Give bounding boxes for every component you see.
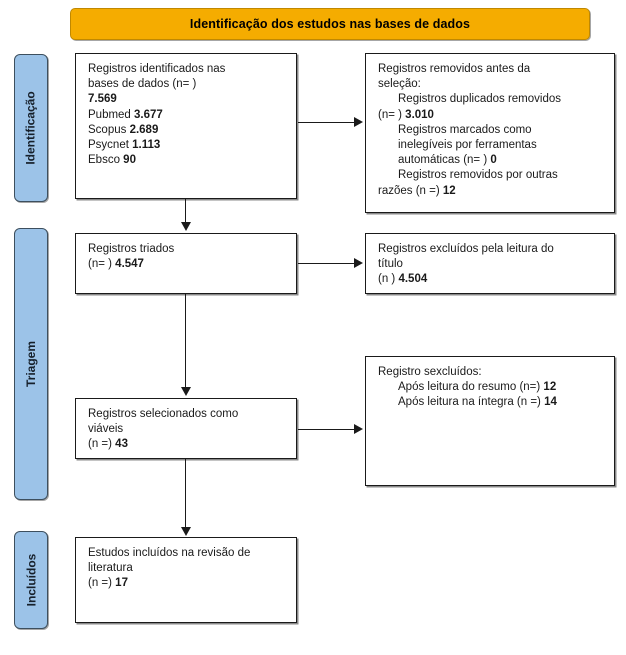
identification-banner: Identificação dos estudos nas bases de d…	[70, 8, 590, 40]
records-excluded-title-value: 4.504	[398, 273, 428, 286]
stage-label-identificacao: Identificação	[14, 54, 48, 202]
records-removed-ineligible-line2: inelegíveis por ferramentas	[398, 139, 537, 152]
records-identified-total-value: 7.569	[88, 93, 117, 106]
source-pubmed-label: Pubmed	[88, 108, 135, 121]
records-removed-duplicates-line2: (n= ) 3.010	[378, 108, 604, 123]
arrowhead-right-icon	[354, 424, 363, 434]
records-eligible-line2: viáveis	[88, 423, 124, 436]
stage-label-triagem-text: Triagem	[24, 340, 38, 388]
stage-label-incluidos-text: Incluídos	[24, 553, 39, 607]
arrowhead-down-icon	[181, 387, 191, 396]
stage-label-identificacao-text: Identificação	[24, 91, 39, 165]
records-removed-other-n: razões (n =)	[378, 184, 443, 197]
studies-included-n: (n =)	[88, 577, 116, 590]
arrowhead-right-icon	[354, 258, 363, 268]
records-excluded-abstract-value: 12	[543, 381, 557, 394]
box-studies-included: Estudos incluídos na revisão de literatu…	[75, 537, 297, 623]
stage-label-incluidos: Incluídos	[14, 531, 48, 629]
records-eligible-n: (n =)	[88, 438, 116, 451]
records-removed-line2: seleção:	[378, 78, 421, 91]
records-removed-duplicates-n: (n= )	[378, 108, 406, 121]
connector-screened-to-excluded-title	[298, 263, 356, 264]
records-excluded-title-line3: (n ) 4.504	[378, 272, 604, 287]
identification-banner-label: Identificação dos estudos nas bases de d…	[189, 17, 471, 31]
box-records-removed: Registros removidos antes da seleção: Re…	[365, 53, 615, 213]
records-screened-n: (n= )	[88, 258, 116, 271]
source-scopus-value: 2.689	[129, 123, 159, 136]
source-psycnet-value: 1.113	[132, 139, 161, 152]
arrowhead-down-icon	[181, 527, 191, 536]
records-excluded-fulltext: Após leitura na íntegra (n =) 14	[378, 395, 604, 410]
connector-identified-to-screened	[185, 199, 186, 224]
connector-eligible-to-included	[185, 459, 186, 529]
records-screened-line1: Registros triados	[88, 243, 175, 255]
source-ebsco-label: Ebsco	[88, 154, 124, 167]
records-screened-line2: (n= ) 4.547	[88, 257, 286, 272]
connector-identified-to-removed	[298, 122, 356, 123]
connector-eligible-to-excluded-reading	[298, 429, 356, 430]
arrowhead-right-icon	[354, 117, 363, 127]
records-identified-source-psycnet: Psycnet 1.113	[88, 138, 286, 153]
studies-included-line1: Estudos incluídos na revisão de	[88, 547, 251, 559]
records-identified-source-pubmed: Pubmed 3.677	[88, 108, 286, 123]
records-removed-ineligible-n: automáticas (n= )	[398, 154, 491, 167]
box-records-eligible: Registros selecionados como viáveis (n =…	[75, 398, 297, 459]
records-removed-ineligible-value: 0	[490, 154, 497, 167]
stage-label-triagem: Triagem	[14, 228, 48, 500]
box-records-identified: Registros identificados nas bases de dad…	[75, 53, 297, 199]
records-eligible-line1: Registros selecionados como	[88, 408, 239, 420]
records-removed-other-line1: Registros removidos por outras	[398, 169, 558, 182]
records-excluded-fulltext-label: Após leitura na íntegra (n =)	[398, 396, 545, 409]
records-excluded-fulltext-value: 14	[544, 396, 557, 409]
records-eligible-value: 43	[115, 438, 128, 451]
box-records-screened: Registros triados (n= ) 4.547	[75, 233, 297, 294]
records-identified-total: 7.569	[88, 92, 286, 107]
records-removed-ineligible-line3: automáticas (n= ) 0	[378, 153, 604, 168]
studies-included-line3: (n =) 17	[88, 576, 286, 591]
records-identified-source-ebsco: Ebsco 90	[88, 153, 286, 168]
records-screened-value: 4.547	[115, 258, 144, 271]
source-pubmed-value: 3.677	[134, 108, 163, 121]
records-excluded-reading-heading: Registro sexcluídos:	[378, 366, 482, 378]
box-records-excluded-title: Registros excluídos pela leitura do títu…	[365, 233, 615, 294]
studies-included-line2: literatura	[88, 562, 133, 575]
connector-screened-to-eligible	[185, 294, 186, 389]
arrowhead-down-icon	[181, 222, 191, 231]
records-removed-line1: Registros removidos antes da	[378, 63, 531, 75]
records-excluded-title-line1: Registros excluídos pela leitura do	[378, 243, 554, 255]
box-records-excluded-reading: Registro sexcluídos: Após leitura do res…	[365, 356, 615, 486]
records-removed-other-value: 12	[442, 184, 456, 197]
records-identified-line1: Registros identificados nas	[88, 63, 226, 75]
records-removed-other-line2: razões (n =) 12	[378, 184, 604, 199]
records-removed-ineligible-line1: Registros marcados como	[398, 123, 532, 136]
studies-included-value: 17	[115, 577, 128, 590]
records-excluded-abstract: Após leitura do resumo (n=) 12	[378, 380, 604, 395]
records-removed-duplicates-line1: Registros duplicados removidos	[398, 93, 561, 106]
source-scopus-label: Scopus	[88, 123, 130, 136]
records-excluded-title-n: (n )	[378, 273, 399, 286]
records-excluded-abstract-label: Após leitura do resumo (n=)	[398, 381, 544, 394]
source-ebsco-value: 90	[123, 154, 136, 167]
records-removed-duplicates-value: 3.010	[405, 108, 434, 121]
source-psycnet-label: Psycnet	[88, 139, 133, 152]
records-identified-line2: bases de dados (n= )	[88, 78, 197, 91]
records-excluded-title-line2: título	[378, 258, 403, 271]
records-eligible-line3: (n =) 43	[88, 437, 286, 452]
records-identified-source-scopus: Scopus 2.689	[88, 123, 286, 138]
